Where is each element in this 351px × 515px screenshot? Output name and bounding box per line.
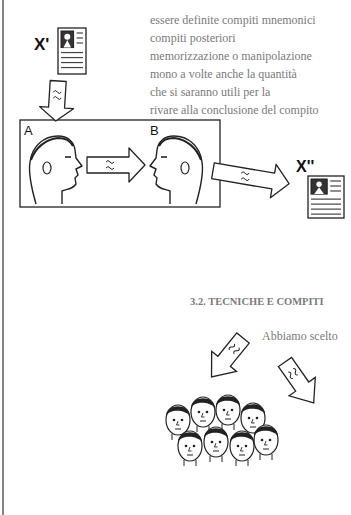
block-arrow (87, 148, 145, 182)
book-text: Abbiamo scelto (262, 330, 338, 343)
section-heading: 3.2. TECNICHE E COMPITI (190, 296, 324, 308)
book-text: compiti posteriori (150, 32, 236, 45)
document-icon (308, 176, 344, 218)
message-arrow-group (212, 163, 289, 198)
node-label: A (24, 124, 33, 138)
crowd (166, 395, 278, 466)
book-text: memorizzazione o manipolazione (150, 50, 312, 63)
document-icon (58, 28, 86, 74)
speech-scribble (241, 172, 249, 181)
head-profile (150, 136, 203, 204)
frame-line (2, 0, 3, 515)
block-arrow (40, 81, 74, 122)
block-arrow (212, 163, 289, 198)
speech-scribble (53, 91, 61, 100)
person-node: B (148, 124, 210, 206)
speech-scribble (106, 161, 114, 170)
book-text: essere definite compiti mnemonici (150, 14, 316, 27)
book-text: che si saranno utili per la (150, 86, 270, 99)
book-text: mono a volte anche la quantità (150, 68, 297, 81)
head-profile (29, 136, 82, 204)
node-label: X' (34, 36, 49, 55)
node-label: X'' (296, 158, 314, 176)
node-label: B (150, 124, 159, 138)
document-node: X' (32, 26, 88, 78)
document-node: X'' (292, 158, 348, 220)
person-node: A (22, 124, 84, 206)
message-arrow-group (87, 148, 145, 182)
book-text: rivare alla conclusione del compito (150, 104, 319, 117)
block-arrow (199, 328, 255, 387)
message-arrow-group (40, 81, 74, 122)
dialogue-box (20, 120, 220, 207)
block-arrow (272, 353, 327, 412)
